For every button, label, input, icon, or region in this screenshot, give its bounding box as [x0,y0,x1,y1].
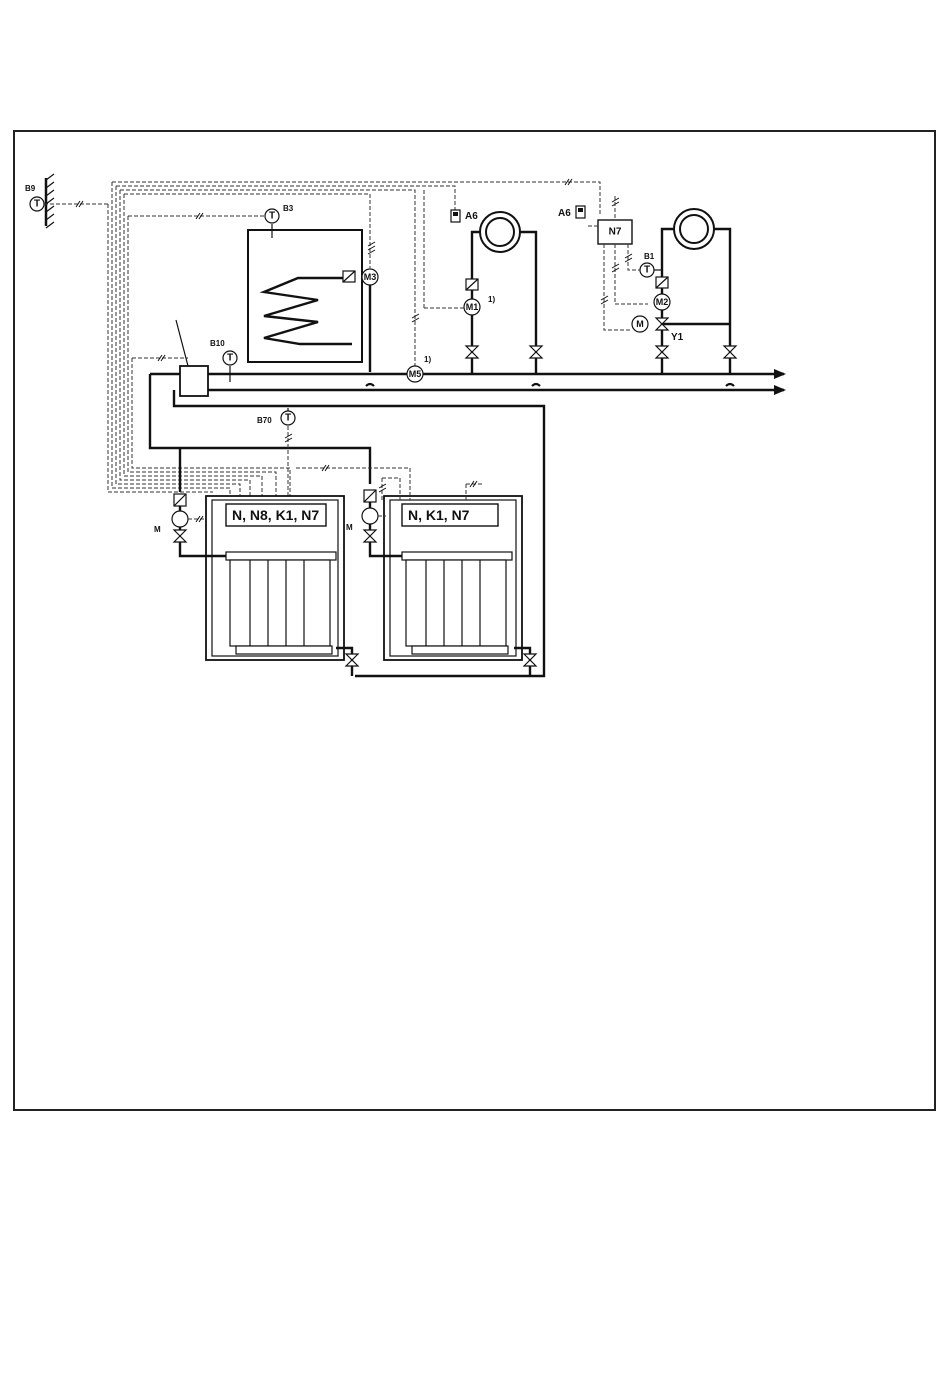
boiler-1-modules: N, N8, K1, N7 [232,507,319,523]
sensor-label-b1: B1 [644,252,655,261]
temp-symbol: T [285,413,291,424]
sensor-label-b10: B10 [210,339,225,348]
boiler-1: N, N8, K1, N7 [206,496,344,660]
pump-label-m5: M5 [409,369,422,379]
separator-leader [176,320,188,366]
mixing-valve-label: Y1 [671,332,684,343]
outdoor-sensor-b9: T B9 [25,184,44,211]
temp-symbol: T [269,211,275,222]
footnote-m5: 1) [424,355,431,364]
hydraulic-separator [180,366,208,396]
temp-symbol: T [644,265,650,276]
boiler-2-modules: N, K1, N7 [408,507,470,523]
sensor-label-b70: B70 [257,416,272,425]
heating-circuit-1: M1 1) A6 [424,190,542,374]
sensor-label-b9: B9 [25,184,36,193]
footnote-m1: 1) [488,295,495,304]
heating-circuit-2: M2 M Y1 T B1 N7 A6 [558,196,736,374]
boiler-2: N, K1, N7 [384,481,522,660]
pipe-crossovers [366,384,734,386]
pump-label-m1: M1 [466,302,479,312]
temp-symbol: T [34,199,40,210]
room-unit-label-2: A6 [558,208,571,219]
pump-label-m2: M2 [656,297,669,307]
boiler-pump-label-1: M [154,525,161,534]
pump-label-m3: M3 [364,272,377,282]
common-sensor-b70: T B70 [257,408,295,500]
valve-motor-label: M [636,319,644,329]
dhw-cylinder [248,230,362,362]
sensor-label-b3: B3 [283,204,294,213]
room-unit-label-1: A6 [465,211,478,222]
flow-sensor-b10: T B10 [210,339,237,382]
system-pump-m5: M5 1) [407,314,431,382]
outdoor-wall [46,174,54,228]
zone-module-label: N7 [609,227,622,238]
temp-symbol: T [227,353,233,364]
boiler-pump-label-2: M [346,523,353,532]
